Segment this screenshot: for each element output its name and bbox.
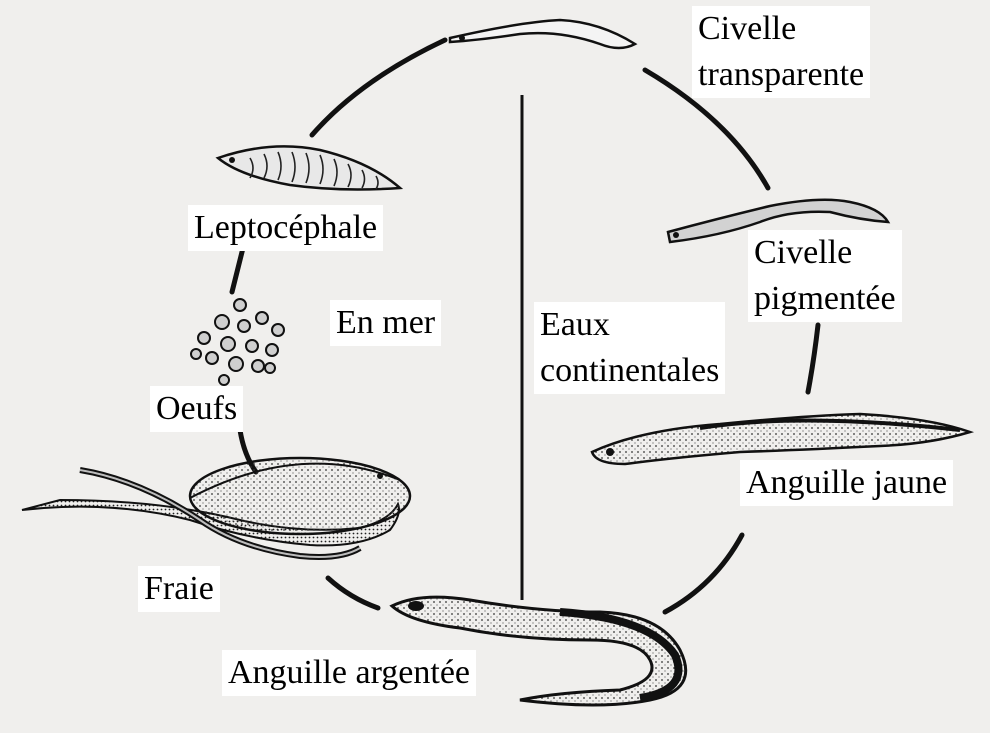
label-civelle-transparente: Civelle transparente [692, 6, 871, 98]
label-zone-fresh: Eaux continentales [534, 302, 726, 394]
leptocephale-illustration [215, 145, 404, 191]
anguille-jaune-illustration [590, 412, 975, 466]
arc-jaune-to-argentee [662, 532, 745, 615]
arc-fraie-to-argentee [325, 575, 381, 611]
civelle-transparente-illustration [448, 18, 638, 50]
label-anguille-jaune: Anguille jaune [740, 460, 954, 506]
arc-top-left [309, 37, 448, 138]
anguille-argentee-illustration [389, 595, 688, 707]
label-leptocephale: Leptocéphale [188, 205, 384, 251]
arc-top-right [642, 67, 771, 191]
arc-pigmentee-to-jaune [805, 322, 821, 395]
label-oeufs: Oeufs [150, 386, 244, 432]
label-fraie: Fraie [138, 566, 220, 612]
oeufs-illustration [190, 298, 285, 386]
fraie-illustration [21, 456, 412, 560]
label-civelle-pigmentee: Civelle pigmentée [748, 230, 902, 322]
label-anguille-argentee: Anguille argentée [222, 650, 477, 696]
label-zone-sea: En mer [330, 300, 442, 346]
civelle-pigmentee-illustration [666, 198, 891, 244]
